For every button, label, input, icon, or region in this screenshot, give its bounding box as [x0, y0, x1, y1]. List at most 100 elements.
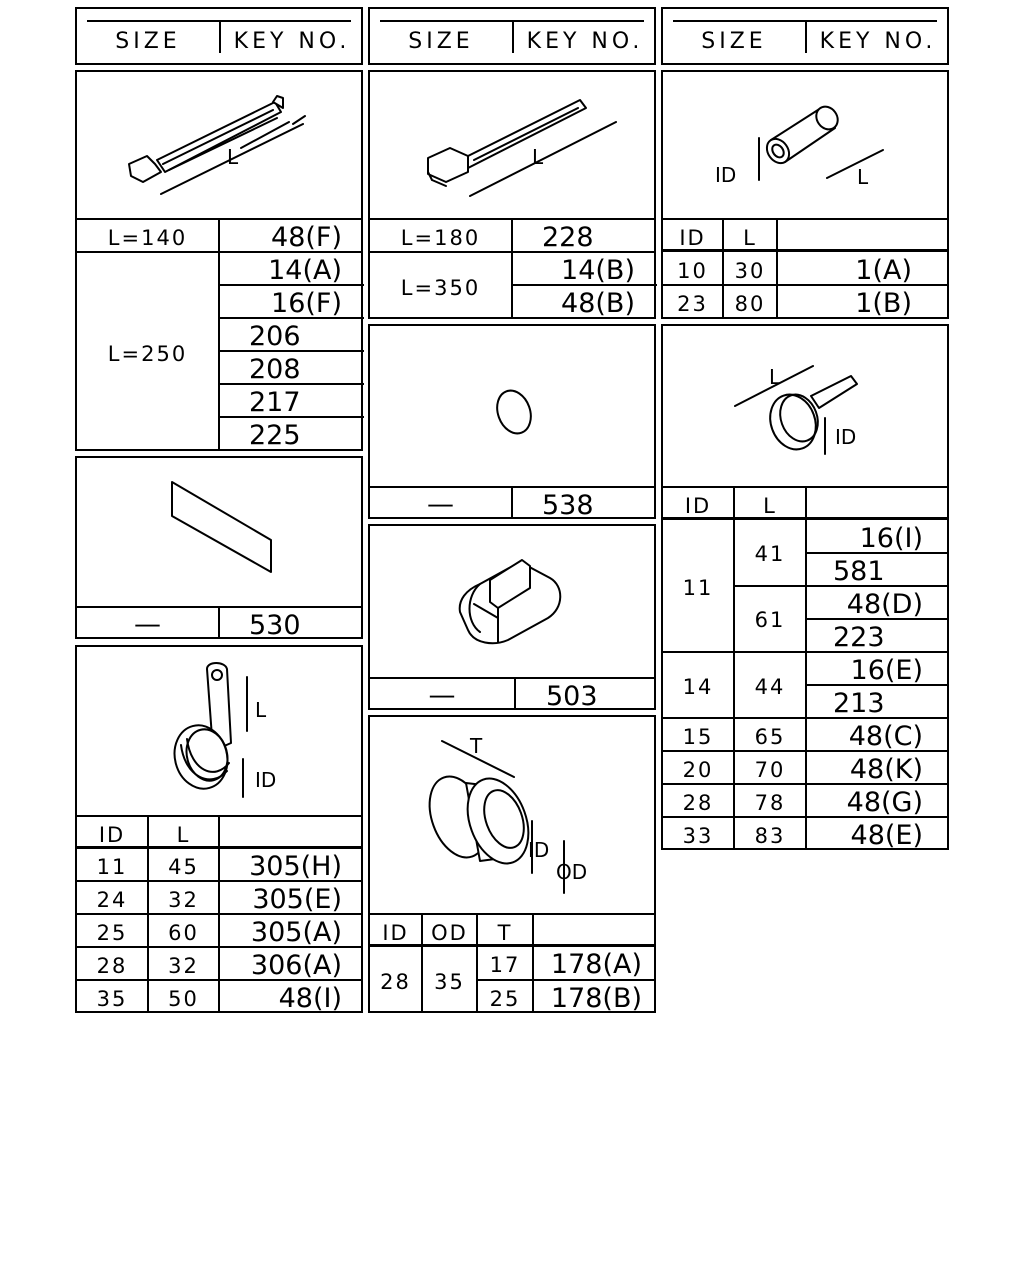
- l-cell: 32: [168, 888, 199, 912]
- key-cell: 48(I): [278, 983, 342, 1014]
- dim-leader: [240, 115, 306, 149]
- id-cell: 24: [96, 888, 128, 912]
- size-header: SIZE: [701, 29, 767, 54]
- key-cell: 223: [833, 622, 885, 653]
- key-cell: 48(F): [271, 222, 342, 253]
- l-cell: 70: [754, 758, 786, 782]
- block-drawing: [458, 559, 562, 645]
- key-cell: 48(E): [850, 820, 923, 851]
- header-col1: SIZE KEY NO.: [75, 7, 363, 65]
- l-cell: 32: [168, 954, 199, 978]
- id-cell: 33: [682, 824, 714, 848]
- key-cell: 14(A): [268, 255, 342, 286]
- clip-tab-icon: [173, 662, 232, 790]
- l-cell: 50: [168, 987, 199, 1011]
- size-cell: —: [134, 609, 161, 640]
- clip-tab-drawing: L ID: [173, 662, 276, 798]
- l-cell: 83: [754, 824, 786, 848]
- dim-line-l: [826, 149, 884, 179]
- key-no-header: KEY NO.: [233, 29, 351, 54]
- col-id-header: ID: [98, 823, 126, 847]
- l-cell: 65: [754, 725, 786, 749]
- key-no-header: KEY NO.: [526, 29, 644, 54]
- tape-drawing: [171, 481, 272, 573]
- id-cell: 35: [96, 987, 128, 1011]
- id-cell: 23: [677, 292, 708, 316]
- cable-tie-icon: [128, 95, 284, 183]
- t-cell: 25: [489, 987, 521, 1011]
- cable-tie-short-panel: L L=140 48(F) L=250 14(A) 16(F) 206 208 …: [75, 70, 364, 451]
- key-cell: 48(G): [846, 787, 923, 818]
- col-id-header: ID: [679, 226, 706, 250]
- tape-panel: — 530: [75, 456, 363, 639]
- size-cell: L=180: [400, 226, 481, 250]
- l-cell: 78: [754, 791, 786, 815]
- dim-label-id: ID: [255, 768, 276, 792]
- key-cell: 530: [249, 610, 301, 641]
- key-cell: 16(F): [271, 288, 342, 319]
- key-cell: 178(A): [550, 949, 642, 980]
- size-cell: —: [428, 680, 456, 711]
- col-l-header: L: [763, 494, 777, 518]
- hose-clamp-panel: L ID ID L 11 41 16(I) 581 61 48(D) 223 1…: [661, 324, 949, 850]
- l-cell: 30: [734, 259, 766, 283]
- id-cell: 28: [380, 970, 411, 994]
- size-header: SIZE: [115, 29, 181, 54]
- tube-icon: [765, 105, 839, 165]
- id-cell: 11: [682, 576, 714, 600]
- dim-label-l: L: [227, 145, 239, 169]
- col-l-header: L: [743, 226, 757, 250]
- hose-clamp-drawing: L ID: [734, 365, 858, 455]
- id-cell: 28: [682, 791, 714, 815]
- grommet-panel: T ID OD ID OD T 28 35 17 178(A) 25 178(B…: [368, 715, 656, 1013]
- key-cell: 48(K): [849, 754, 923, 785]
- l-cell: 41: [754, 542, 786, 566]
- key-cell: 48(D): [846, 589, 923, 620]
- dim-line-l: [734, 365, 814, 407]
- key-cell: 1(A): [855, 255, 912, 286]
- key-cell: 538: [542, 490, 594, 521]
- clip-tab-panel: L ID ID L 11 45 305(H) 24 32 305(E) 25 6…: [75, 645, 363, 1013]
- key-cell: 581: [833, 556, 885, 587]
- cable-tie-long-drawing: L: [427, 99, 617, 197]
- col-l-header: L: [176, 823, 191, 847]
- dim-label-id: ID: [835, 425, 856, 449]
- key-cell: 305(H): [249, 851, 342, 882]
- header-col2: SIZE KEY NO.: [368, 7, 656, 65]
- hose-clamp-icon: [769, 375, 858, 451]
- key-cell: 48(C): [848, 721, 923, 752]
- id-cell: 20: [682, 758, 714, 782]
- key-cell: 306(A): [250, 950, 342, 981]
- cable-tie-drawing: L: [128, 95, 306, 195]
- key-cell: 16(E): [850, 655, 923, 686]
- dim-label-l: L: [255, 698, 267, 722]
- dim-label-l: L: [769, 365, 781, 389]
- tube-drawing: ID L: [715, 105, 884, 189]
- dim-label-od: OD: [556, 860, 587, 884]
- size-cell: —: [427, 489, 454, 520]
- key-cell: 228: [542, 222, 594, 253]
- dim-label-id: ID: [715, 163, 736, 187]
- key-cell: 305(A): [250, 917, 342, 948]
- block-icon: [458, 559, 562, 645]
- cable-tie-long-icon: [427, 99, 587, 187]
- l-cell: 60: [168, 921, 199, 945]
- key-cell: 178(B): [550, 983, 642, 1014]
- l-cell: 80: [734, 292, 766, 316]
- id-cell: 14: [682, 675, 714, 699]
- l-cell: 44: [754, 675, 786, 699]
- key-cell: 305(E): [252, 884, 342, 915]
- plug-panel: — 538: [368, 324, 656, 519]
- block-panel: — 503: [368, 524, 656, 710]
- id-cell: 11: [96, 855, 128, 879]
- key-cell: 503: [546, 681, 598, 712]
- dim-label-l: L: [857, 165, 869, 189]
- col-id-header: ID: [684, 494, 712, 518]
- tape-icon: [171, 481, 272, 573]
- dim-label-t: T: [469, 734, 483, 758]
- plug-icon: [496, 389, 532, 435]
- key-cell: 16(I): [859, 523, 923, 554]
- dim-label-l: L: [532, 145, 544, 169]
- col-id-header: ID: [382, 921, 409, 945]
- id-cell: 28: [96, 954, 128, 978]
